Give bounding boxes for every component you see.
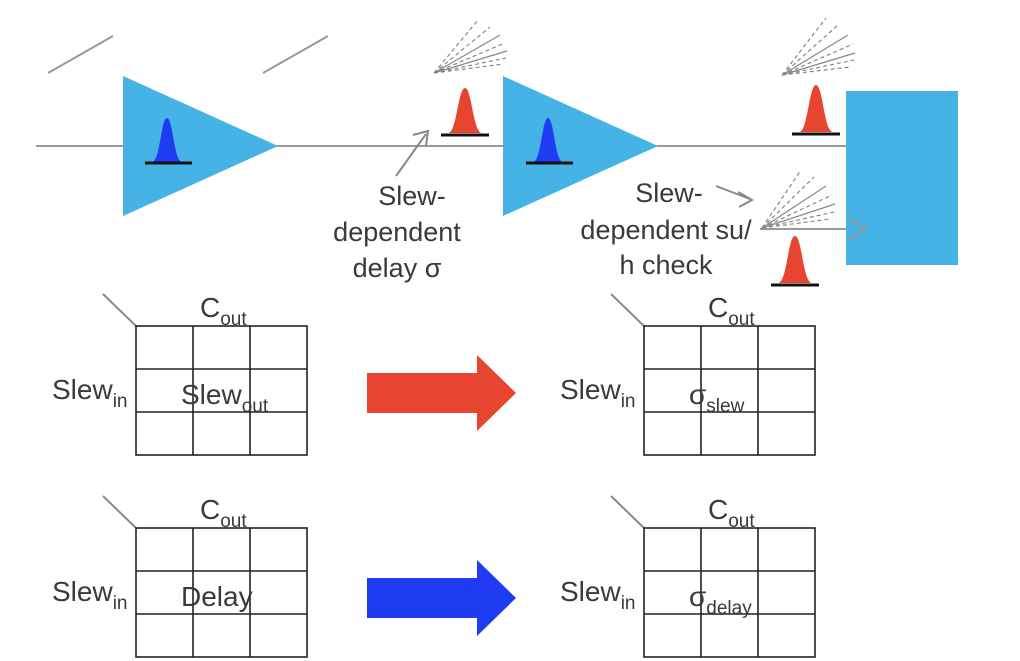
table-grid xyxy=(643,527,816,658)
arrow-right-red-icon xyxy=(367,355,516,431)
table-row-header: Slewin xyxy=(52,576,128,614)
pointer-arrow-delay xyxy=(395,129,430,177)
gaussian-red-icon xyxy=(792,85,840,136)
variation-fan-icon xyxy=(781,17,856,76)
table-column-header: Cout xyxy=(200,292,247,330)
table-center-label: σslew xyxy=(689,379,745,417)
buffer-2-icon xyxy=(503,76,658,216)
variation-fan-icon xyxy=(761,169,836,229)
gaussian-blue-icon xyxy=(526,118,573,165)
gaussian-red-icon xyxy=(771,236,819,287)
pointer-arrow-check xyxy=(715,185,755,208)
wire-tick-middle xyxy=(262,35,329,74)
flop-icon xyxy=(846,91,958,265)
table-center-label: σdelay xyxy=(689,581,752,619)
table-corner-diagonal xyxy=(102,495,137,529)
table-row-header: Slewin xyxy=(52,374,128,412)
buffer-1-icon xyxy=(123,76,278,216)
table-grid xyxy=(643,325,816,456)
check-annotation-line3: h check xyxy=(619,250,713,280)
arrow-right-blue-icon xyxy=(367,560,516,636)
table-corner-diagonal xyxy=(610,293,645,327)
table-corner-diagonal xyxy=(610,495,645,529)
table-corner-diagonal xyxy=(102,293,137,327)
table-center-label: Delay xyxy=(181,581,253,612)
table-grid xyxy=(135,527,308,658)
gaussian-blue-icon xyxy=(145,118,192,165)
delay-annotation-line3: delay σ xyxy=(353,253,442,283)
clock-pin-icon xyxy=(847,217,868,241)
delay-annotation-line2: dependent xyxy=(333,217,461,247)
wire-tick-left xyxy=(47,35,114,74)
table-column-header: Cout xyxy=(708,494,755,532)
check-annotation-line2: dependent su/ xyxy=(580,215,752,245)
table-row-header: Slewin xyxy=(560,374,636,412)
gaussian-red-icon xyxy=(441,88,489,137)
delay-annotation-line1: Slew- xyxy=(378,181,446,211)
table-column-header: Cout xyxy=(200,494,247,532)
table-column-header: Cout xyxy=(708,292,755,330)
table-grid xyxy=(135,325,308,456)
check-annotation-line1: Slew- xyxy=(635,178,703,208)
table-center-label: Slewout xyxy=(181,379,269,417)
variation-fan-icon xyxy=(433,19,508,74)
table-row-header: Slewin xyxy=(560,576,636,614)
